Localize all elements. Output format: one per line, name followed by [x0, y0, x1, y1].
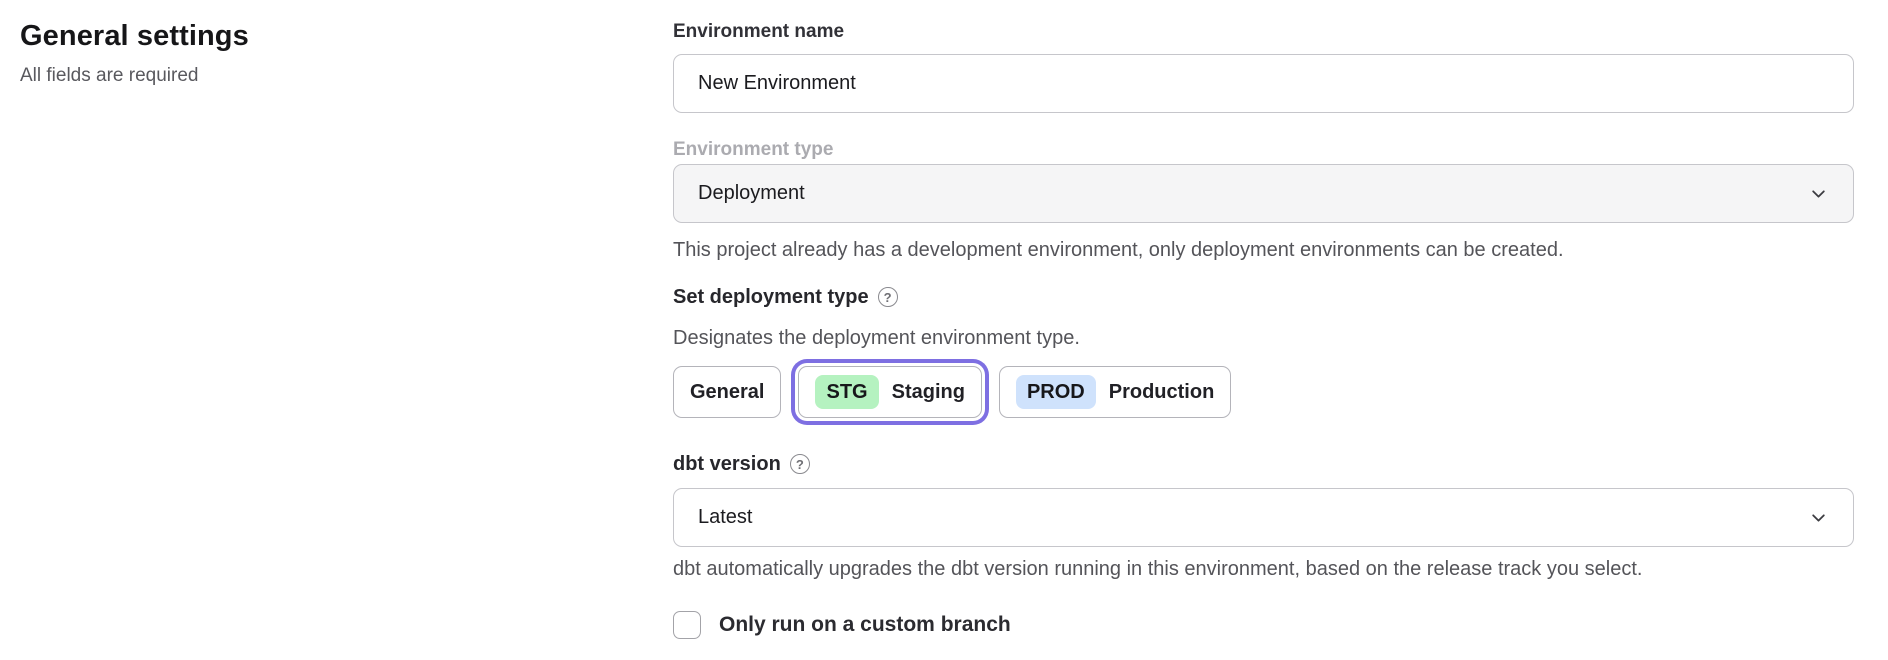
chevron-down-icon [1810, 509, 1827, 526]
page-title: General settings [20, 18, 580, 54]
environment-name-input[interactable] [673, 54, 1854, 113]
settings-intro: General settings All fields are required [20, 18, 580, 88]
deployment-type-production-button[interactable]: PROD Production [999, 366, 1231, 418]
staging-badge: STG [815, 375, 878, 409]
environment-type-value: Deployment [698, 182, 805, 205]
deployment-type-helper: Designates the deployment environment ty… [673, 325, 1854, 351]
deployment-type-general-button[interactable]: General [673, 366, 781, 418]
environment-name-label: Environment name [673, 18, 1854, 46]
production-badge: PROD [1016, 375, 1096, 409]
environment-type-label: Environment type [673, 136, 1854, 164]
chevron-down-icon [1810, 185, 1827, 202]
custom-branch-label: Only run on a custom branch [719, 613, 1011, 637]
dbt-version-heading-text: dbt version [673, 450, 781, 478]
environment-form: Environment name Environment type Deploy… [673, 0, 1854, 639]
dbt-version-select[interactable]: Latest [673, 488, 1854, 547]
help-icon[interactable]: ? [878, 287, 898, 307]
page-subtitle: All fields are required [20, 64, 580, 88]
deployment-type-general-label: General [690, 381, 764, 404]
deployment-type-options: General STG Staging PROD Production [673, 361, 1854, 423]
environment-type-select: Deployment [673, 164, 1854, 223]
deployment-type-heading: Set deployment type ? [673, 283, 1854, 311]
dbt-version-value: Latest [698, 506, 752, 529]
deployment-type-staging-label: Staging [892, 381, 965, 404]
deployment-type-production-label: Production [1109, 381, 1215, 404]
custom-branch-row: Only run on a custom branch [673, 611, 1854, 639]
custom-branch-checkbox[interactable] [673, 611, 701, 639]
dbt-version-helper: dbt automatically upgrades the dbt versi… [673, 556, 1854, 582]
dbt-version-heading: dbt version ? [673, 450, 1854, 478]
help-icon[interactable]: ? [790, 454, 810, 474]
environment-type-helper: This project already has a development e… [673, 237, 1854, 263]
deployment-type-heading-text: Set deployment type [673, 283, 869, 311]
deployment-type-staging-button[interactable]: STG Staging [798, 366, 981, 418]
